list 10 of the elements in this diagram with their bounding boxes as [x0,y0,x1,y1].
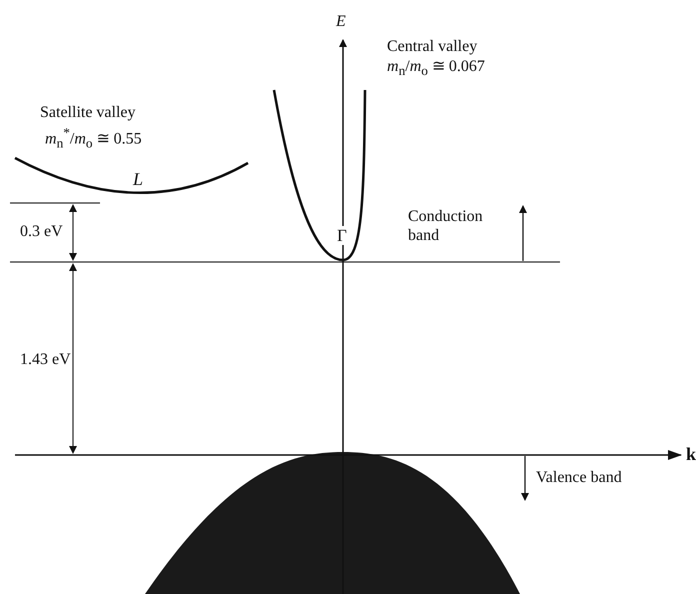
band-label: Valence band [536,468,622,487]
valley-title: Satellite valley [40,103,136,122]
effective-mass-ratio: m$_{n}$/m$_{o}$ ≅ 0.067 [387,57,485,80]
valley-symbol: L [133,170,144,189]
axis-label: k [686,445,696,464]
axis-label: E [336,12,346,31]
band-label: Conduction band [408,207,484,245]
valley-title: Central valley [387,37,478,56]
valley-symbol: Γ [336,226,348,245]
effective-mass-ratio: m$_{n}$$^{*}$/m$_{o}$ ≅ 0.55 [45,124,142,153]
